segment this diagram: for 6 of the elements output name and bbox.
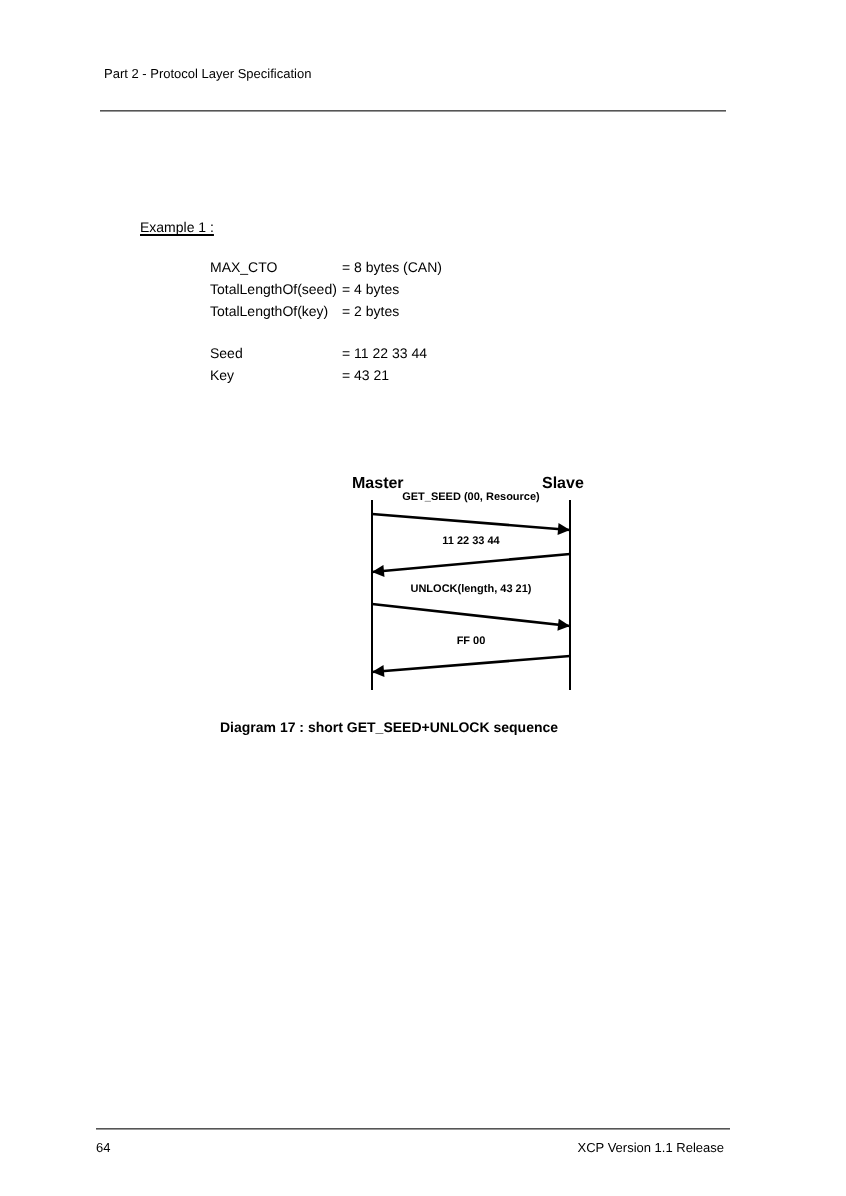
message-arrow (371, 654, 571, 677)
message-arrow (371, 512, 571, 535)
participant-label: Master (352, 474, 404, 492)
message-arrow (371, 602, 571, 631)
participant-label: Slave (542, 474, 584, 493)
message-arrow (371, 552, 571, 577)
